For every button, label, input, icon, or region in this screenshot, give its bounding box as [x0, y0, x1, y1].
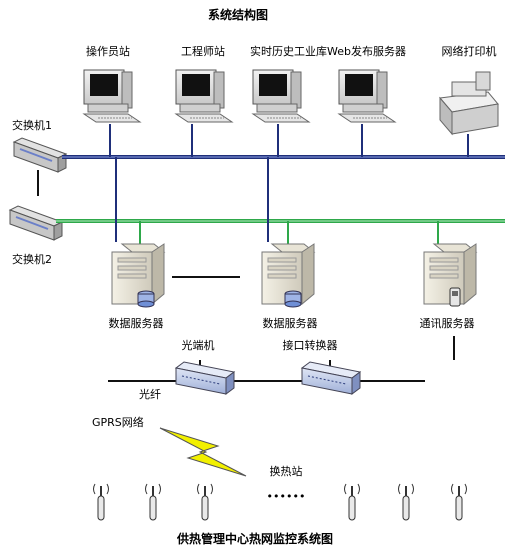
switch-1-icon — [12, 137, 68, 173]
station-ellipsis: •••••• — [267, 490, 306, 503]
lightning-icon — [159, 427, 247, 477]
engineer-station-label: 工程师站 — [181, 44, 225, 58]
antenna-icon — [397, 483, 415, 521]
optical-terminal-icon — [174, 361, 236, 395]
interface-converter-label: 接口转换器 — [283, 338, 338, 352]
antenna-icon — [144, 483, 162, 521]
diagram-caption: 供热管理中心热网监控系统图 — [176, 531, 333, 546]
diagram-title: 系统结构图 — [208, 7, 268, 22]
gprs-network-label: GPRS网络 — [92, 415, 144, 429]
communication-server-label: 通讯服务器 — [420, 317, 475, 330]
data-server-2-label: 数据服务器 — [263, 316, 318, 330]
communication-server-icon — [423, 243, 477, 307]
operator-station-icon — [83, 69, 141, 123]
web-server-computer-icon — [252, 69, 310, 123]
antenna-icon — [343, 483, 361, 521]
antenna-icon — [196, 483, 214, 521]
data-server-1-icon — [111, 243, 165, 308]
antenna-icon — [92, 483, 110, 521]
optical-terminal-label: 光端机 — [182, 338, 215, 352]
heat-exchange-station-label: 换热站 — [270, 464, 303, 478]
data-server-2-icon — [261, 243, 315, 308]
network-printer-icon — [439, 71, 499, 136]
engineer-station-icon — [175, 69, 233, 123]
workstation-drops — [109, 124, 469, 157]
web-server-computer-icon-2 — [338, 69, 396, 123]
printer-label: 网络打印机 — [442, 44, 497, 58]
interface-converter-icon — [300, 361, 362, 395]
antenna-icon — [450, 483, 468, 521]
switch-2-label: 交换机2 — [12, 252, 52, 266]
data-server-1-label: 数据服务器 — [109, 316, 164, 330]
switch-1-label: 交换机1 — [12, 118, 52, 132]
fiber-label: 光纤 — [139, 387, 161, 401]
web-server-label: 实时历史工业库Web发布服务器 — [250, 44, 406, 58]
switch-2-icon — [8, 205, 64, 241]
operator-station-label: 操作员站 — [86, 44, 130, 58]
